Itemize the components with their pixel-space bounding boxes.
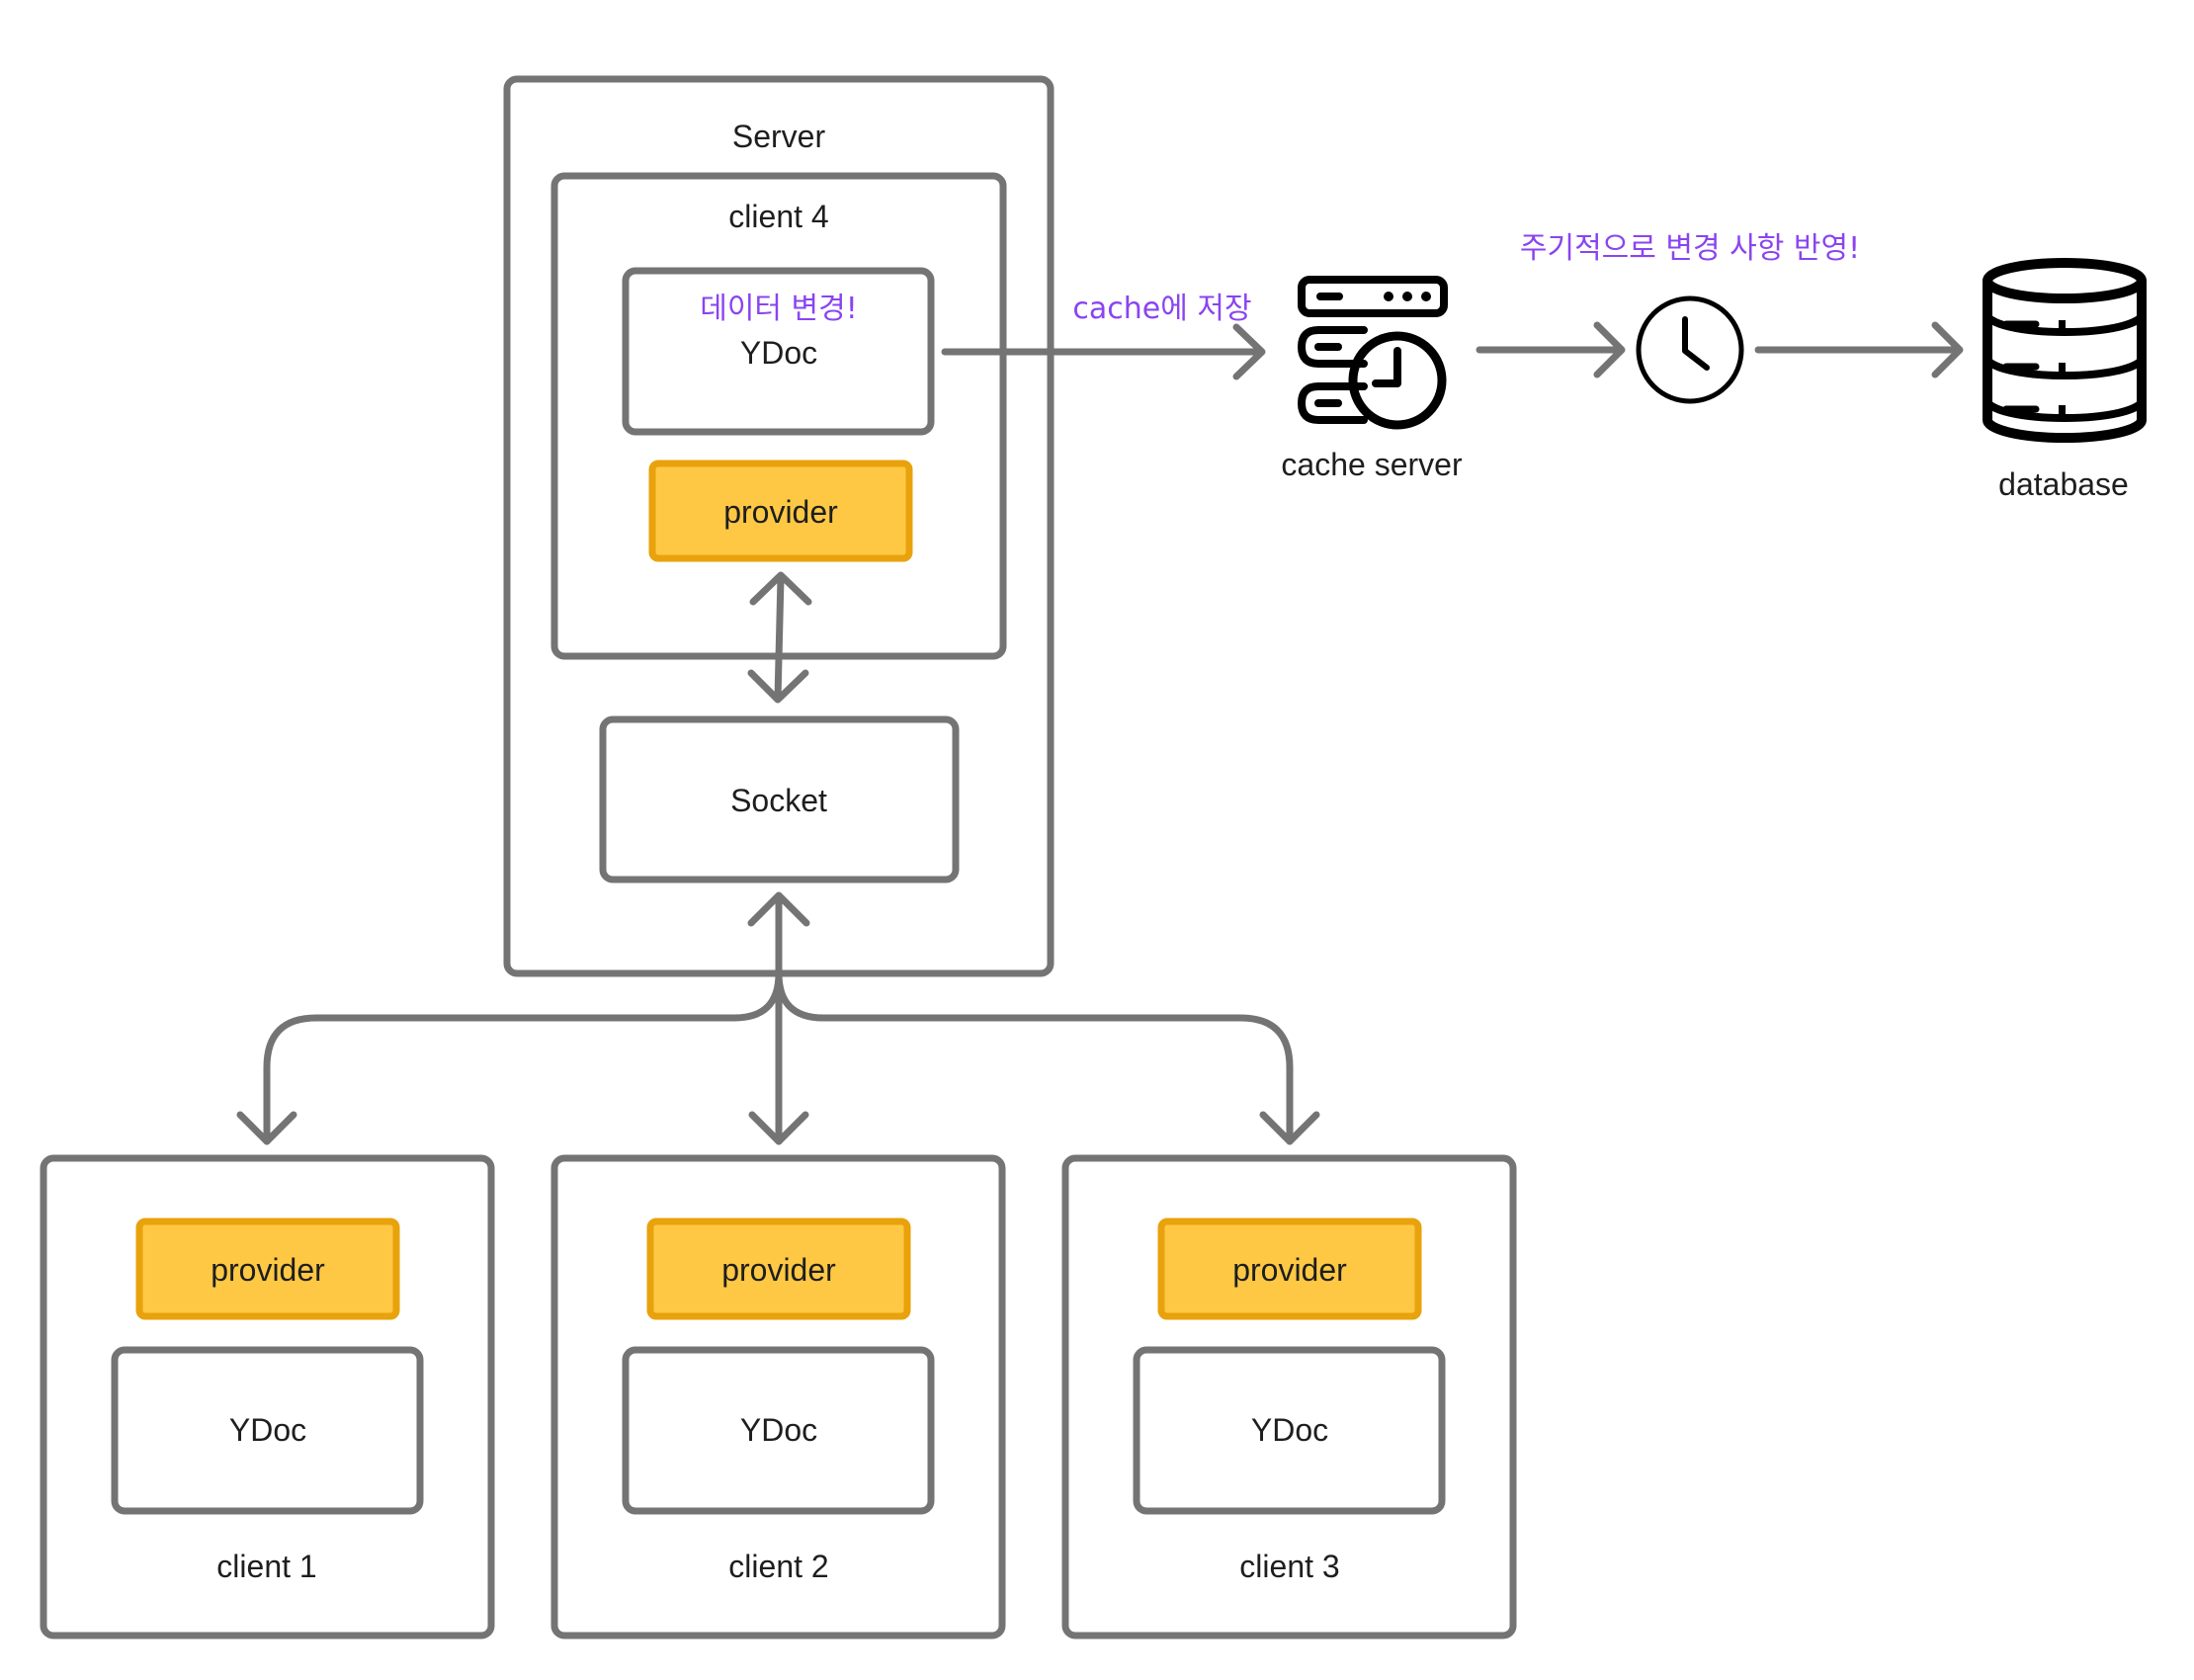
client3-provider-label: provider [1232, 1252, 1347, 1288]
client3-provider-box [1157, 1218, 1422, 1320]
client3-label: client 3 [1239, 1549, 1339, 1584]
client1-ydoc-label: YDoc [229, 1412, 306, 1448]
client1-provider-label: provider [211, 1252, 325, 1288]
provider-socket-connector [747, 571, 812, 704]
clock-icon [1636, 295, 1744, 404]
periodic-update-note: 주기적으로 변경 사항 반영! [1520, 231, 1860, 266]
client1-label: client 1 [216, 1549, 316, 1584]
client2-label: client 2 [728, 1549, 828, 1584]
client4-ydoc-box [622, 267, 935, 436]
client4-provider-label: provider [723, 494, 838, 530]
socket-label: Socket [730, 783, 827, 818]
database-label: database [1998, 466, 2129, 502]
client2-provider-box [646, 1218, 911, 1320]
client3-ydoc-label: YDoc [1251, 1412, 1328, 1448]
client2-ydoc-box [622, 1346, 935, 1515]
data-changed-note: 데이터 변경! [700, 292, 858, 326]
socket-box [599, 715, 960, 883]
client4-label: client 4 [728, 199, 828, 234]
ydoc-to-cache-arrow [941, 323, 1266, 380]
client2-provider-label: provider [721, 1252, 836, 1288]
client4-provider-box [648, 460, 913, 562]
socket-clients-connector [236, 891, 1320, 1145]
client2-group: provider YDoc client 2 [550, 1154, 1006, 1639]
cache-server-label: cache server [1281, 447, 1463, 482]
server-group: Server client 4 데이터 변경! YDoc provider So… [503, 75, 1055, 977]
client3-group: provider YDoc client 3 [1061, 1154, 1517, 1639]
client1-ydoc-box [111, 1346, 424, 1515]
cache-to-clock-arrow [1476, 321, 1626, 378]
server-label: Server [732, 119, 826, 154]
client1-group: provider YDoc client 1 [40, 1154, 495, 1639]
client2-ydoc-label: YDoc [740, 1412, 817, 1448]
database-icon [1983, 258, 2147, 443]
clock-to-database-arrow [1754, 321, 1964, 378]
client1-provider-box [135, 1218, 400, 1320]
client3-ydoc-box [1133, 1346, 1446, 1515]
cache-save-note: cache에 저장 [1072, 292, 1251, 326]
client4-ydoc-label: YDoc [740, 335, 817, 371]
server-clock-icon [1298, 276, 1448, 430]
